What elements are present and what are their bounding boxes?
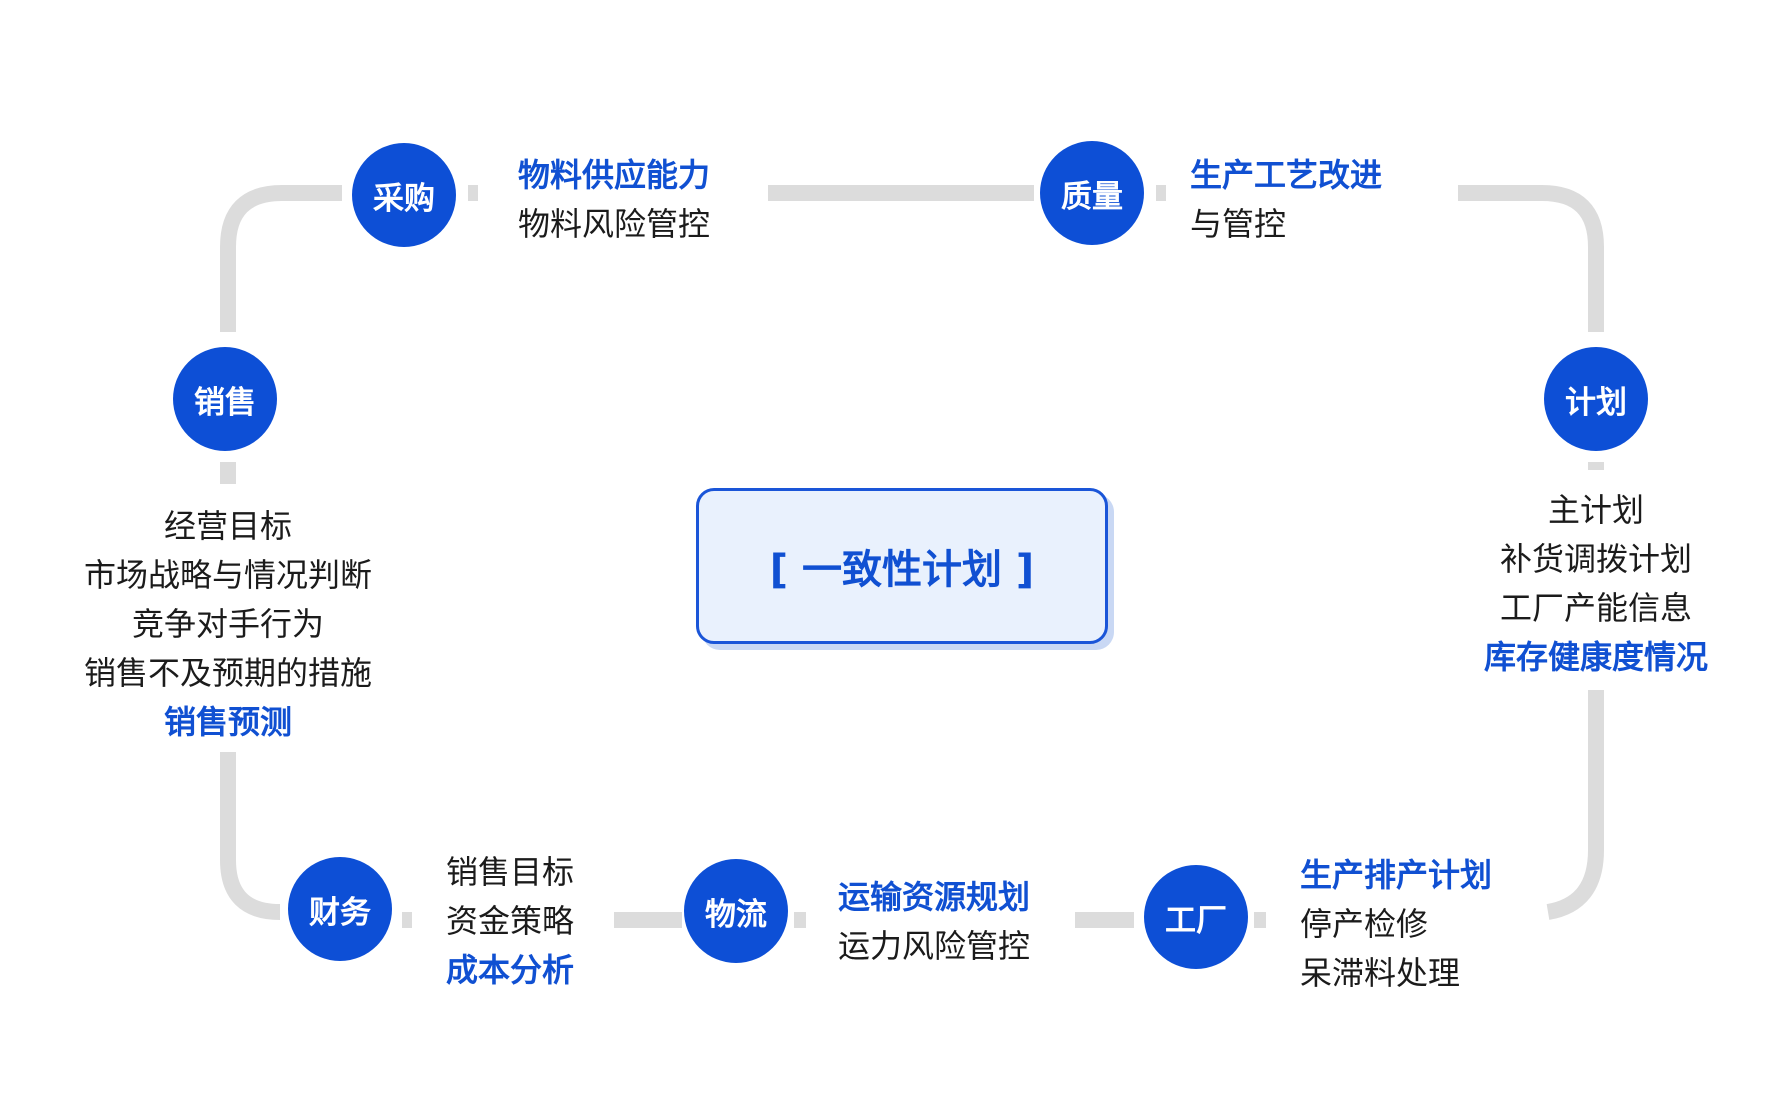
planning-highlight-1: 库存健康度情况 bbox=[1483, 638, 1708, 676]
logistics-text: 运输资源规划 运力风险管控 bbox=[838, 873, 1030, 971]
sales-line-4: 销售不及预期的措施 bbox=[83, 654, 372, 692]
factory-node: 工厂 bbox=[1144, 865, 1248, 969]
sales-highlight-1: 销售预测 bbox=[163, 703, 292, 741]
sales-line-3: 竞争对手行为 bbox=[131, 605, 324, 643]
planning-text: 主计划 补货调拨计划 工厂产能信息 库存健康度情况 bbox=[1446, 486, 1746, 682]
track-segment-planning-factory bbox=[1546, 690, 1604, 920]
logistics-highlight-1: 运输资源规划 bbox=[838, 878, 1031, 916]
finance-text: 销售目标 资金策略 成本分析 bbox=[446, 848, 574, 995]
quality-node: 质量 bbox=[1040, 141, 1144, 245]
quality-text: 生产工艺改进 与管控 bbox=[1190, 151, 1382, 249]
factory-node-label: 工厂 bbox=[1165, 902, 1227, 939]
finance-node-label: 财务 bbox=[309, 894, 371, 931]
sales-text: 经营目标 市场战略与情况判断 竞争对手行为 销售不及预期的措施 销售预测 bbox=[60, 502, 396, 747]
planning-line-1: 主计划 bbox=[1547, 491, 1644, 529]
sales-line-2: 市场战略与情况判断 bbox=[83, 556, 372, 594]
planning-node-label: 计划 bbox=[1565, 384, 1627, 421]
procurement-node: 采购 bbox=[352, 143, 456, 247]
quality-node-label: 质量 bbox=[1061, 178, 1123, 215]
finance-line-1: 销售目标 bbox=[446, 853, 575, 891]
core-plan-label: [ 一致性计划 ] bbox=[769, 547, 1035, 593]
factory-line-1: 停产检修 bbox=[1300, 905, 1429, 943]
logistics-line-1: 运力风险管控 bbox=[838, 927, 1031, 965]
factory-text: 生产排产计划 停产检修 呆滞料处理 bbox=[1300, 851, 1492, 998]
finance-line-2: 资金策略 bbox=[446, 902, 575, 940]
procurement-node-label: 采购 bbox=[373, 180, 435, 217]
track-segment-sales-finance bbox=[220, 752, 281, 920]
track-segment-procurement-sales bbox=[220, 185, 342, 332]
procurement-line-1: 物料风险管控 bbox=[518, 205, 711, 243]
procurement-highlight-1: 物料供应能力 bbox=[518, 156, 711, 194]
procurement-text: 物料供应能力 物料风险管控 bbox=[518, 151, 710, 249]
logistics-node-label: 物流 bbox=[705, 896, 767, 933]
factory-highlight-1: 生产排产计划 bbox=[1300, 856, 1493, 894]
logistics-node: 物流 bbox=[684, 859, 788, 963]
track-segment-quality-planning bbox=[1458, 185, 1604, 332]
sales-node-label: 销售 bbox=[194, 384, 256, 421]
planning-line-3: 工厂产能信息 bbox=[1499, 589, 1692, 627]
sales-line-1: 经营目标 bbox=[163, 507, 292, 545]
factory-line-2: 呆滞料处理 bbox=[1300, 954, 1461, 992]
finance-node: 财务 bbox=[288, 857, 392, 961]
finance-highlight-1: 成本分析 bbox=[446, 951, 575, 989]
planning-line-2: 补货调拨计划 bbox=[1499, 540, 1692, 578]
planning-node: 计划 bbox=[1544, 347, 1648, 451]
sales-node: 销售 bbox=[173, 347, 277, 451]
core-plan-box: [ 一致性计划 ] bbox=[696, 488, 1108, 644]
quality-line-1: 与管控 bbox=[1190, 205, 1287, 243]
quality-highlight-1: 生产工艺改进 bbox=[1190, 156, 1383, 194]
